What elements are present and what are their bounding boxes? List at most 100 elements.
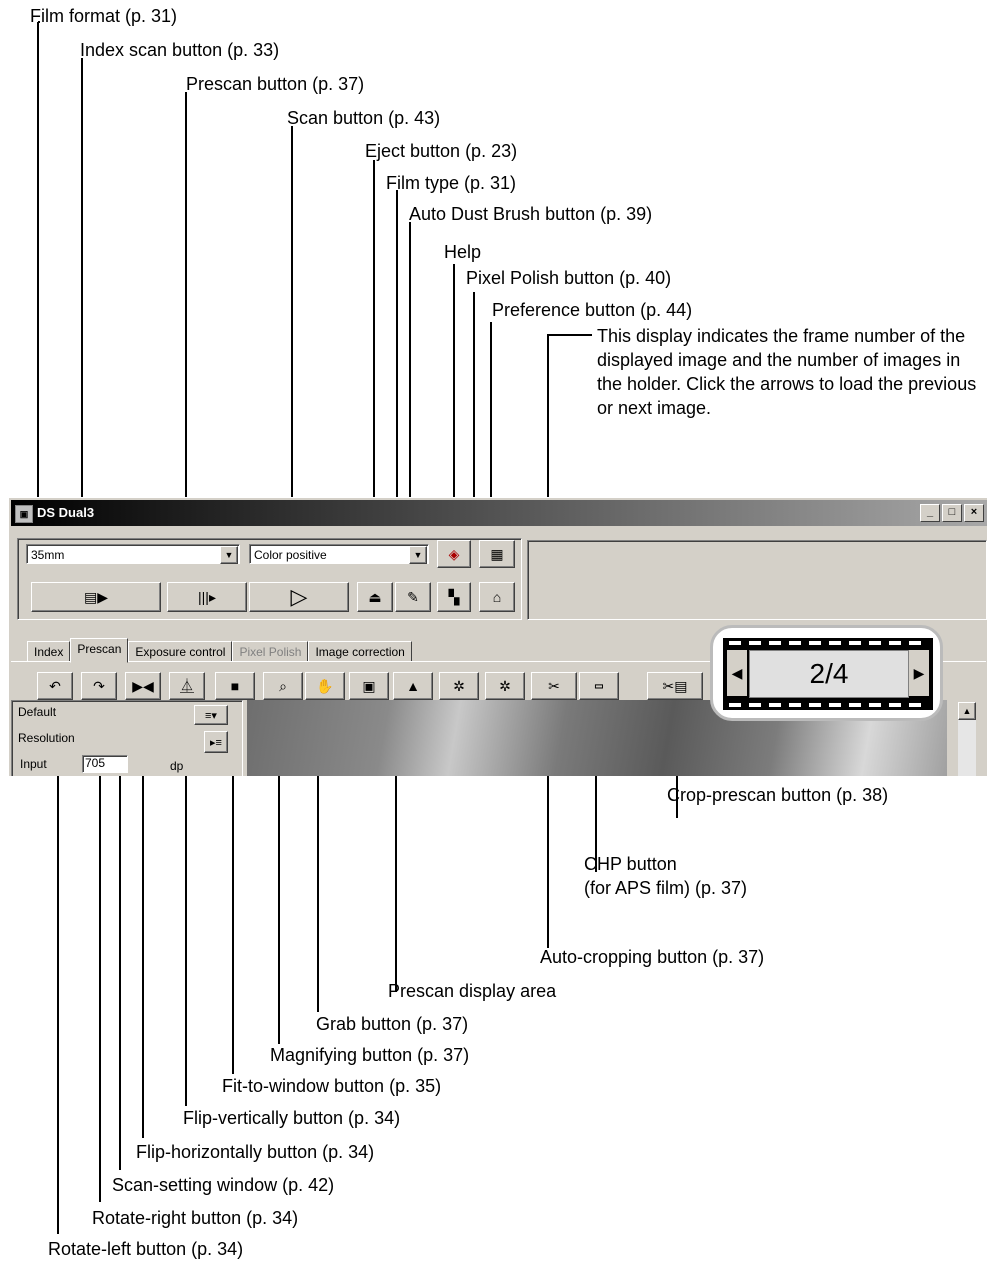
tab-bar: Index Prescan Exposure control Pixel Pol… <box>27 638 412 663</box>
preference-icon: ⌂ <box>492 589 502 605</box>
window-title: DS Dual3 <box>37 505 95 520</box>
arrow-right-icon: ▶ <box>913 665 925 681</box>
callout-magnifying: Magnifying button (p. 37) <box>270 1045 470 1065</box>
callout-auto-dust: Auto Dust Brush button (p. 39) <box>409 204 653 224</box>
brush-icon: ✎ <box>407 588 419 605</box>
auto-cropping-button[interactable]: ✂ <box>531 672 577 700</box>
arrow-left-icon: ◀ <box>731 665 743 681</box>
pixel-polish-button[interactable]: ▚ <box>437 582 471 612</box>
callout-rotate-right: Rotate-right button (p. 34) <box>92 1208 299 1228</box>
fit-to-window-icon: ■ <box>230 678 240 694</box>
chp-icon: ▭ <box>594 680 604 692</box>
hand-icon: ✋ <box>316 677 334 694</box>
chevron-down-icon[interactable]: ▼ <box>220 546 238 564</box>
lock-frame-button[interactable]: ▣ <box>349 672 389 700</box>
manual-focus-icon: ✲ <box>499 677 511 694</box>
scan-setting-window: Default Resolution Input 705 dp ≡▾ ▸≡ <box>11 700 243 776</box>
prescan-button[interactable]: |||▸ <box>167 582 247 612</box>
fit-to-window-button[interactable]: ■ <box>215 672 255 700</box>
film-type-value: Color positive <box>254 548 327 562</box>
list-menu-icon: ≡▾ <box>205 709 217 722</box>
control-group <box>17 538 522 620</box>
film-format-value: 35mm <box>31 548 65 562</box>
callout-scan-setting-window: Scan-setting window (p. 42) <box>112 1175 335 1195</box>
callout-frame-display: This display indicates the frame number … <box>597 326 977 418</box>
next-frame-button[interactable]: ▶ <box>909 650 929 696</box>
lock-icon: ▲ <box>406 678 420 694</box>
flip-vertical-icon: ⏅ <box>180 678 194 694</box>
scroll-up-button[interactable]: ▲ <box>958 702 976 720</box>
title-bar: ▣ DS Dual3 _ □ × <box>11 500 987 526</box>
crop-prescan-icon: ✂▤ <box>662 677 688 694</box>
rotate-left-icon: ↶ <box>49 677 61 694</box>
callout-help: Help <box>444 242 482 262</box>
resolution-label: Resolution <box>18 731 75 745</box>
frame-number-display: ◀ 2/4 ▶ <box>710 625 943 721</box>
arrow-up-icon: ▲ <box>962 706 972 716</box>
flip-horizontally-button[interactable]: ▶◀ <box>125 672 161 700</box>
film-perforations-bottom <box>729 703 927 707</box>
lock-exposure-button[interactable]: ▲ <box>393 672 433 700</box>
expand-icon: ▸≡ <box>210 736 222 749</box>
previous-frame-button[interactable]: ◀ <box>727 650 747 696</box>
lock-frame-icon: ▣ <box>362 677 376 694</box>
flip-vertically-button[interactable]: ⏅ <box>169 672 205 700</box>
scan-icon: ▷ <box>290 584 308 609</box>
expand-button[interactable]: ▸≡ <box>204 731 228 753</box>
help-book-icon: ◈ <box>448 545 460 562</box>
help-button[interactable]: ◈ <box>437 540 471 568</box>
callout-rotate-left: Rotate-left button (p. 34) <box>48 1239 244 1259</box>
index-scan-button[interactable]: ▤▶ <box>31 582 161 612</box>
magnifying-button[interactable]: ⌕ <box>263 672 303 700</box>
tab-pixel-polish[interactable]: Pixel Polish <box>232 641 309 662</box>
film-perforations-top <box>729 641 927 645</box>
prescan-icon: |||▸ <box>198 588 216 605</box>
tab-index[interactable]: Index <box>27 641 71 662</box>
callout-flip-vertically: Flip-vertically button (p. 34) <box>183 1108 401 1128</box>
tab-image-correction[interactable]: Image correction <box>308 641 412 662</box>
app-icon: ▣ <box>15 505 33 523</box>
crop-prescan-button[interactable]: ✂▤ <box>647 672 703 700</box>
callout-chp-detail: (for APS film) (p. 37) <box>584 878 748 898</box>
menu-button[interactable]: ≡▾ <box>194 705 228 725</box>
tab-exposure-control[interactable]: Exposure control <box>128 641 233 662</box>
preference-top-button[interactable]: ▦ <box>479 540 515 568</box>
eject-icon: ⏏ <box>368 588 382 605</box>
auto-focus-icon: ✲ <box>453 677 465 694</box>
rotate-left-button[interactable]: ↶ <box>37 672 73 700</box>
magnifier-icon: ⌕ <box>279 677 287 694</box>
minimize-button[interactable]: _ <box>920 504 940 522</box>
auto-dust-brush-button[interactable]: ✎ <box>395 582 431 612</box>
callout-flip-horizontally: Flip-horizontally button (p. 34) <box>136 1142 375 1162</box>
callout-preference: Preference button (p. 44) <box>492 300 693 320</box>
maximize-button[interactable]: □ <box>942 504 962 522</box>
callout-chp: CHP button <box>584 854 677 874</box>
input-label: Input <box>20 757 47 771</box>
grab-button[interactable]: ✋ <box>305 672 345 700</box>
callout-fit-to-window: Fit-to-window button (p. 35) <box>222 1076 442 1096</box>
index-scan-icon: ▤▶ <box>84 588 108 605</box>
chevron-down-icon[interactable]: ▼ <box>409 546 427 564</box>
film-type-select[interactable]: Color positive ▼ <box>249 544 429 564</box>
tab-prescan[interactable]: Prescan <box>70 638 129 663</box>
settings-panel-icon: ▦ <box>490 545 504 562</box>
eject-button[interactable]: ⏏ <box>357 582 393 612</box>
input-resolution-field[interactable]: 705 <box>82 755 128 773</box>
preference-button[interactable]: ⌂ <box>479 582 515 612</box>
close-button[interactable]: × <box>964 504 984 522</box>
callout-pixel-polish: Pixel Polish button (p. 40) <box>466 268 672 288</box>
auto-focus-button[interactable]: ✲ <box>439 672 479 700</box>
scan-button[interactable]: ▷ <box>249 582 349 612</box>
callout-film-format: Film format (p. 31) <box>30 6 178 26</box>
pixel-polish-icon: ▚ <box>448 588 460 605</box>
manual-focus-button[interactable]: ✲ <box>485 672 525 700</box>
chp-button[interactable]: ▭ <box>579 672 619 700</box>
callout-scan: Scan button (p. 43) <box>287 108 441 128</box>
callout-eject: Eject button (p. 23) <box>365 141 518 161</box>
callout-film-type: Film type (p. 31) <box>386 173 517 193</box>
vertical-scrollbar[interactable] <box>958 720 976 776</box>
callout-prescan-display-area: Prescan display area <box>388 981 557 1001</box>
film-format-select[interactable]: 35mm ▼ <box>26 544 240 564</box>
rotate-right-button[interactable]: ↷ <box>81 672 117 700</box>
rotate-right-icon: ↷ <box>93 677 105 694</box>
